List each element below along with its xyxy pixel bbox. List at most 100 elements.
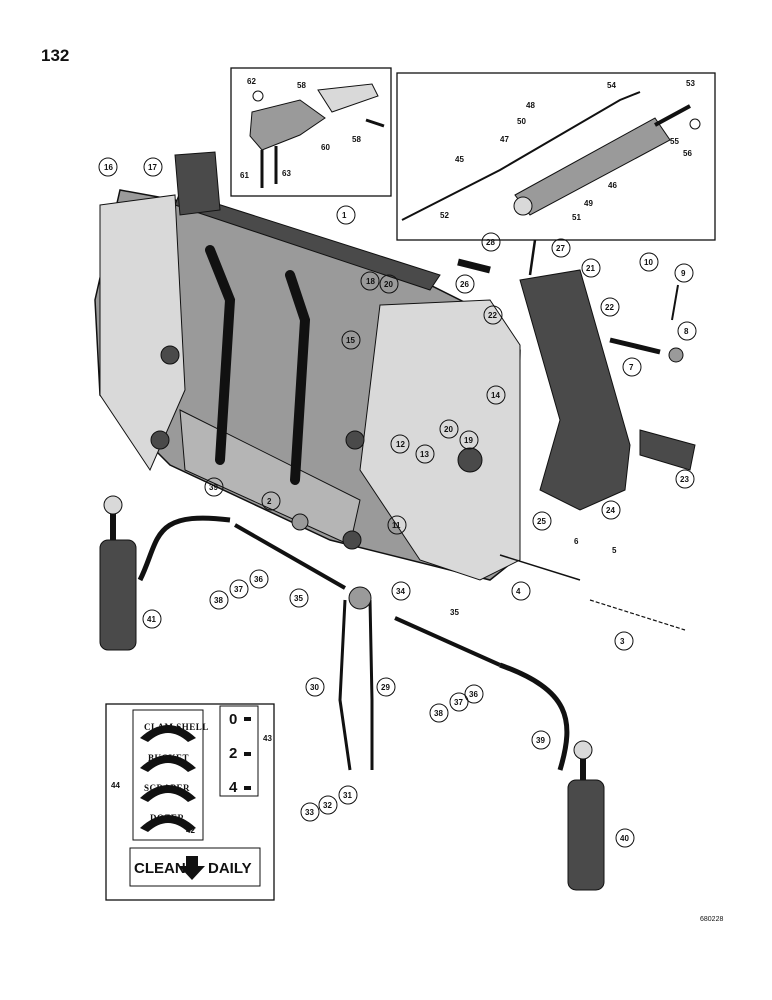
callout-46: 46 (608, 181, 617, 190)
hose-39-left (137, 515, 231, 582)
callout-16: 16 (104, 163, 113, 172)
callout-20: 20 (384, 280, 393, 289)
callout-2: 2 (267, 497, 272, 506)
clean-daily-decal-frame (129, 847, 261, 887)
tooth-inset (230, 67, 392, 197)
callout-8: 8 (684, 327, 689, 336)
grease-fitting-8 (668, 347, 684, 363)
hose-39-right (499, 662, 570, 771)
hose-35-left (234, 523, 346, 590)
left-cylinder-eye (103, 495, 123, 515)
gauge-decal-frame (219, 705, 259, 797)
callout-40: 40 (620, 834, 629, 843)
callout-55: 55 (670, 137, 679, 146)
gauge-tick-2 (244, 752, 251, 756)
pivot-boss-b (150, 430, 170, 450)
daily-label: DAILY (208, 860, 252, 877)
bucket-assembly (94, 151, 521, 581)
callout-41: 41 (147, 615, 156, 624)
callout-22-b: 22 (605, 303, 614, 312)
callout-34: 34 (396, 587, 405, 596)
pivot-boss-a (160, 345, 180, 365)
callout-44: 44 (111, 781, 120, 790)
decal-panel-frame (105, 703, 275, 901)
bracket-body (519, 269, 631, 511)
callout-31: 31 (343, 791, 352, 800)
callout-19: 19 (464, 436, 473, 445)
callout-28: 28 (486, 238, 495, 247)
callout-56: 56 (683, 149, 692, 158)
callout-43: 43 (263, 734, 272, 743)
callout-26: 26 (460, 280, 469, 289)
callout-30: 30 (310, 683, 319, 692)
right-cylinder (567, 740, 605, 891)
callout-20-b: 20 (444, 425, 453, 434)
callout-12: 12 (396, 440, 405, 449)
callout-52: 52 (440, 211, 449, 220)
figure-id: 680228 (700, 916, 724, 923)
callout-6: 6 (574, 537, 579, 546)
pivot-boss-c (345, 430, 365, 450)
callout-54: 54 (607, 81, 616, 90)
pin-7 (609, 337, 661, 355)
callout-35-b: 35 (450, 608, 459, 617)
callout-15: 15 (346, 336, 355, 345)
callout-35: 35 (294, 594, 303, 603)
clean-label: CLEAN (134, 860, 186, 877)
callout-21: 21 (586, 264, 595, 273)
tooth-inset-frame (230, 67, 392, 197)
callout-39: 39 (209, 483, 218, 492)
bucket-right-side (359, 299, 521, 581)
callout-50: 50 (517, 117, 526, 126)
rod-3 (589, 599, 686, 631)
callout-63: 63 (282, 169, 291, 178)
callout-9: 9 (681, 269, 686, 278)
callout-36: 36 (254, 575, 263, 584)
tooth-tip-part (317, 83, 379, 113)
callout-23: 23 (680, 475, 689, 484)
right-cylinder-eye (573, 740, 593, 760)
callout-25: 25 (537, 517, 546, 526)
callout-47: 47 (500, 135, 509, 144)
tooth-adapter-part (249, 99, 326, 151)
decal-arc-clam (140, 725, 196, 742)
callout-27: 27 (556, 244, 565, 253)
callout-10: 10 (644, 258, 653, 267)
gauge-tick-4 (244, 786, 251, 790)
selector-decal-frame (132, 709, 204, 841)
decal-clam-shell: CLAM SHELL (144, 722, 209, 732)
tooth-pin (365, 118, 385, 128)
callout-1: 1 (342, 211, 347, 220)
callout-49: 49 (584, 199, 593, 208)
left-cylinder (99, 495, 137, 651)
callout-51: 51 (572, 213, 581, 222)
callout-58-top: 58 (297, 81, 306, 90)
inset-tube (401, 91, 641, 221)
page-number: 132 (41, 46, 70, 65)
hose-35-right (394, 616, 501, 667)
tube-29 (368, 599, 374, 770)
rod-4 (499, 554, 581, 581)
inset-cylinder-rod (654, 104, 691, 127)
callout-38-b: 38 (434, 709, 443, 718)
callout-18: 18 (366, 277, 375, 286)
callout-33: 33 (305, 808, 314, 817)
callout-7: 7 (629, 363, 634, 372)
hoses (137, 513, 570, 771)
decal-arc-dozer (140, 815, 196, 832)
callout-3: 3 (620, 637, 625, 646)
gauge-mark-4: 4 (229, 779, 238, 796)
right-cylinder-barrel (567, 779, 605, 891)
bolt-27 (528, 239, 537, 276)
inset-fitting-56 (689, 118, 701, 130)
callout-29: 29 (381, 683, 390, 692)
pin-26 (457, 258, 491, 274)
decal-arc-scraper (140, 785, 196, 802)
decal-dozer: DOZER (150, 813, 185, 823)
bracket-plate-23 (639, 429, 696, 471)
callout-53: 53 (686, 79, 695, 88)
callout-38: 38 (214, 596, 223, 605)
clam-cylinder-inset (396, 72, 716, 241)
callout-11: 11 (392, 521, 401, 530)
